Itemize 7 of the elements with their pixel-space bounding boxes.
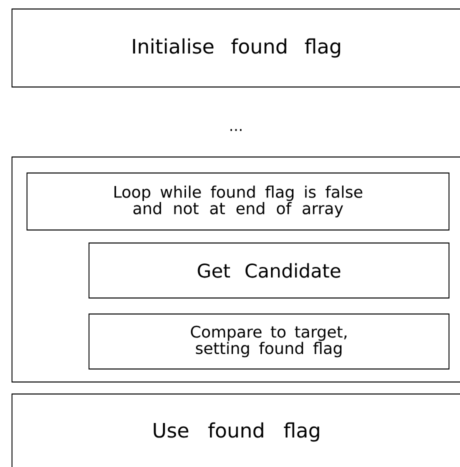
process-box: Compare to target, setting found flag bbox=[88, 314, 450, 370]
loop-box bbox=[12, 156, 460, 382]
process-box: Get Candidate bbox=[88, 242, 450, 298]
ellipsis-text: ... bbox=[230, 129, 242, 131]
process-box: Use found flag bbox=[12, 394, 460, 467]
loop-condition-box: Loop while found flag is false and not at end of array bbox=[26, 172, 450, 230]
process-box: Initialise found flag bbox=[12, 8, 460, 88]
